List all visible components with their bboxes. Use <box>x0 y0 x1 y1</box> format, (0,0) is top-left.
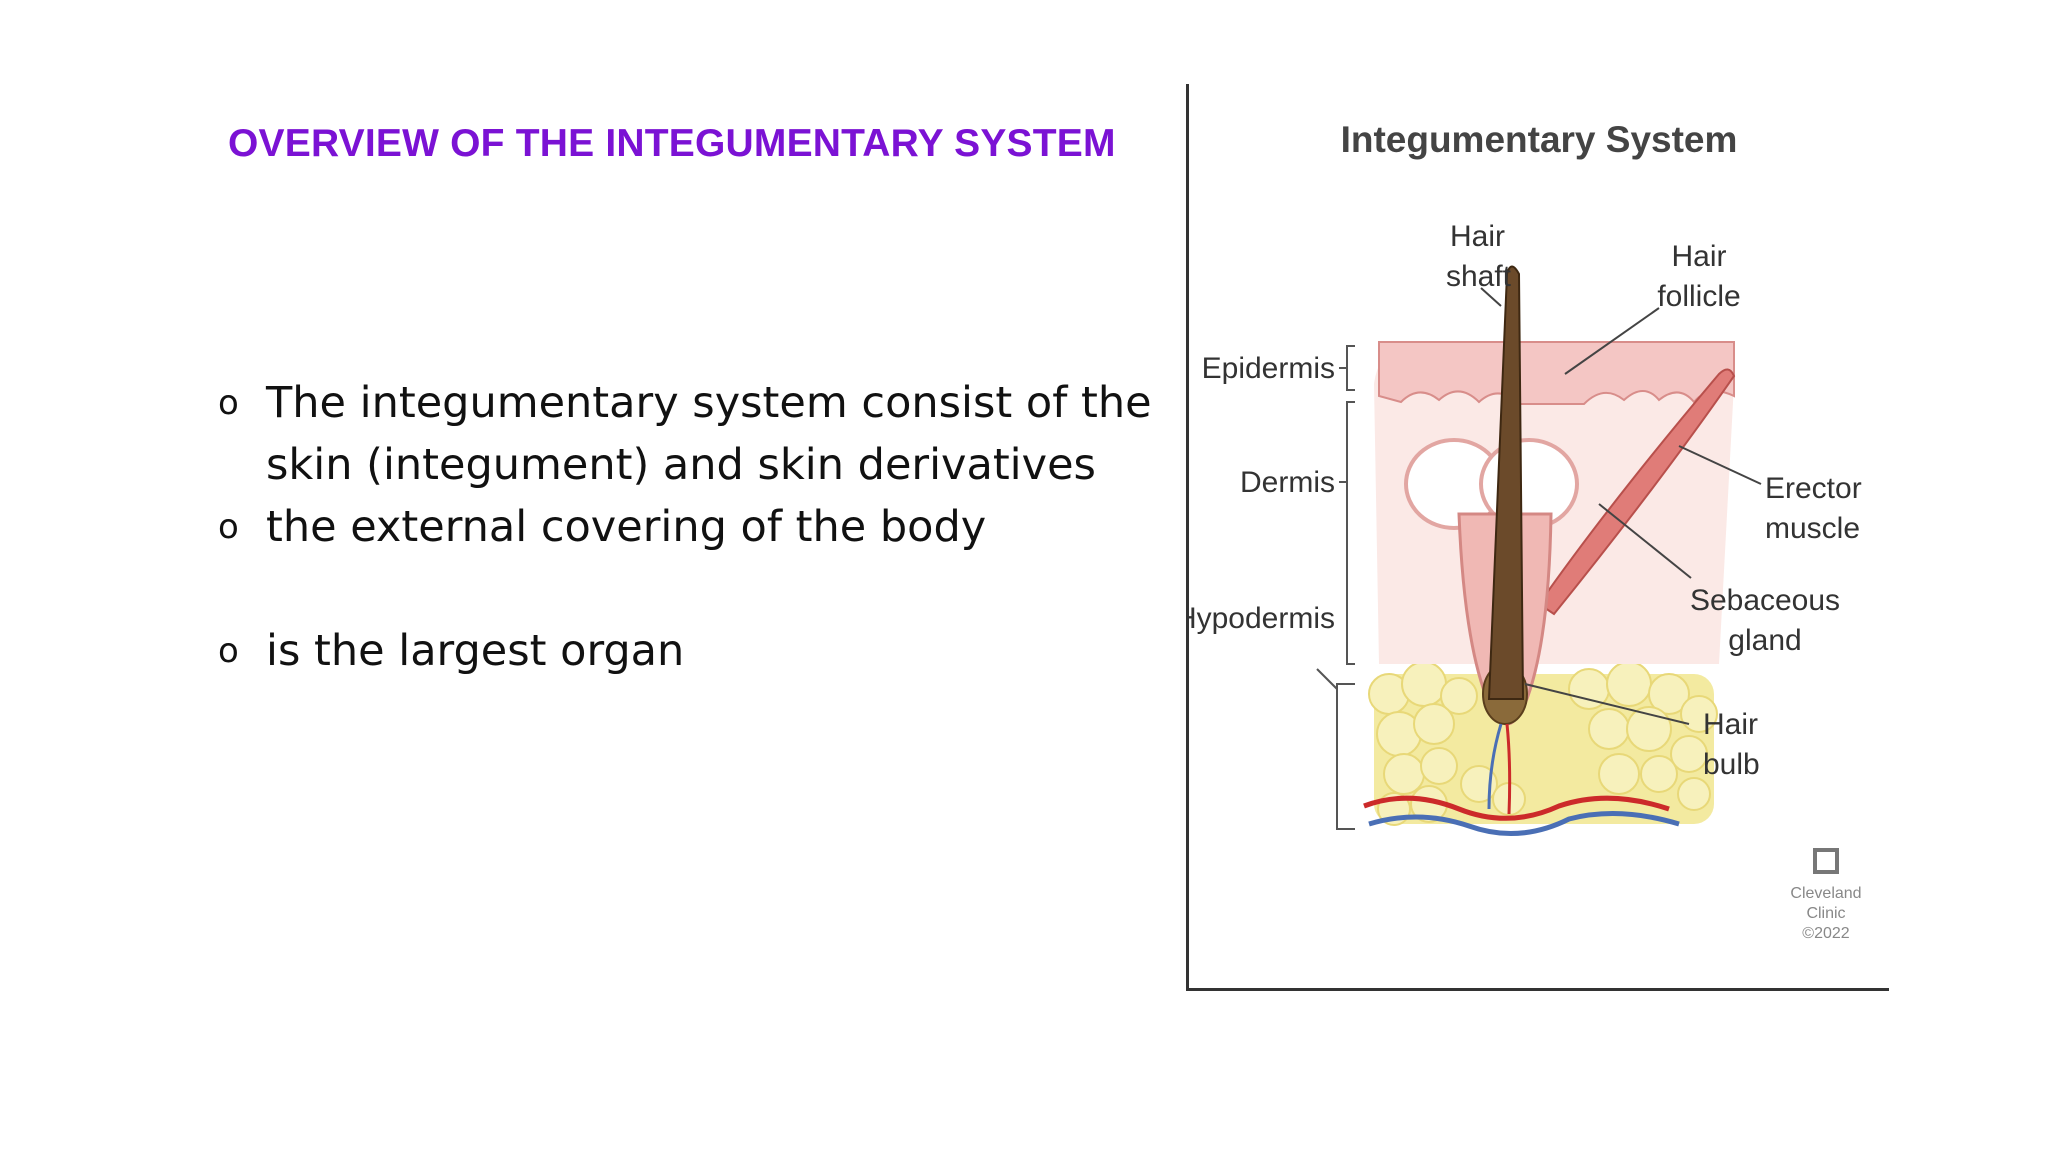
logo-line: Cleveland <box>1790 885 1861 902</box>
cleveland-clinic-logo: Cleveland Clinic ©2022 <box>1790 848 1862 942</box>
leader-lines <box>1480 287 1762 725</box>
erector-muscle <box>1537 368 1736 616</box>
bullet-item: o is the largest organ <box>216 620 1176 682</box>
artery <box>1363 795 1670 821</box>
figure-title: Integumentary System <box>1341 119 1738 160</box>
skin-diagram: Integumentary System <box>1189 119 1862 942</box>
logo-line: Clinic <box>1806 905 1845 922</box>
bullet-text: The integumentary system consist of the … <box>266 378 1152 490</box>
bullet-item: o The integumentary system consist of th… <box>216 372 1176 496</box>
label-erector-muscle: Erector <box>1765 472 1862 505</box>
bullet-item: o the external covering of the body <box>216 496 1176 558</box>
vein <box>1368 811 1680 836</box>
layer-brackets <box>1316 345 1355 830</box>
label-sebaceous-gland: Sebaceous <box>1690 584 1840 617</box>
hair-shaft <box>1487 265 1525 700</box>
label-hypodermis: Hypodermis <box>1189 602 1335 635</box>
epidermis-layer <box>1378 341 1735 405</box>
label-epidermis: Epidermis <box>1202 352 1335 385</box>
label-hair-bulb: bulb <box>1703 748 1760 781</box>
label-hair-bulb: Hair <box>1703 708 1758 741</box>
bullet-marker: o <box>218 631 239 671</box>
label-erector-muscle: muscle <box>1765 512 1860 545</box>
label-hair-follicle: Hair <box>1671 240 1726 273</box>
integumentary-figure: Integumentary System <box>1186 84 1889 991</box>
logo-line: ©2022 <box>1802 925 1849 942</box>
label-hair-shaft: Hair <box>1450 220 1505 253</box>
logo-square-icon <box>1813 848 1839 874</box>
bullet-marker: o <box>218 507 239 547</box>
label-hair-shaft: shaft <box>1446 260 1512 293</box>
bullet-marker: o <box>218 383 239 423</box>
bullet-list: o The integumentary system consist of th… <box>216 372 1176 682</box>
slide-title: OVERVIEW OF THE INTEGUMENTARY SYSTEM <box>228 122 1116 165</box>
label-sebaceous-gland: gland <box>1728 624 1801 657</box>
bullet-text: is the largest organ <box>266 626 685 676</box>
label-hair-follicle: follicle <box>1657 280 1740 313</box>
bullet-text: the external covering of the body <box>266 502 987 552</box>
label-dermis: Dermis <box>1240 466 1335 499</box>
